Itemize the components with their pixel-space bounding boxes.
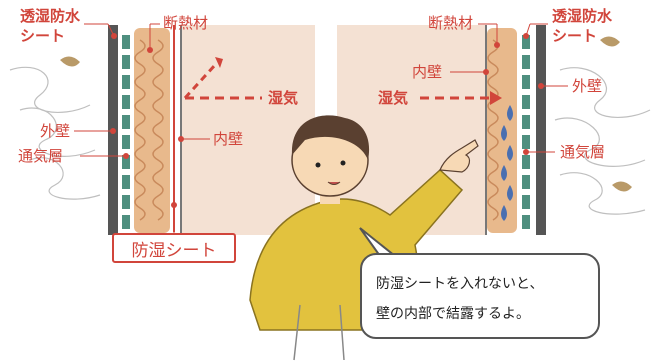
left-outer-wall-label: 外壁 [40,122,71,140]
wind-swirls-left [9,66,101,200]
right-inner-wall-label: 内壁 [412,63,443,81]
left-breathable-sheet-label-line2: シート [20,27,66,45]
wind-swirls-right [554,67,651,215]
right-insulation-label: 断熱材 [428,14,474,32]
right-air-layer [522,35,530,229]
left-moisture-label: 湿気 [268,89,299,107]
left-breathable-sheet-label-line1: 透湿防水 [20,7,81,25]
boy-hair [291,115,370,160]
speech-bubble: 防湿シートを入れないと、 壁の内部で結露するよ。 [360,253,600,339]
speech-bubble-line1: 防湿シートを入れないと、 [376,276,544,292]
left-insulation-label: 断熱材 [163,14,209,32]
speech-bubble-line2: 壁の内部で結露するよ。 [376,306,530,322]
right-wall-section [337,23,568,235]
left-air-layer [122,35,130,229]
boy-hand [439,139,479,173]
right-breathable-sheet-label-line2: シート [552,27,598,45]
leaf-icon [600,36,620,47]
leaf-icon [60,56,80,67]
left-wall-section [74,23,315,235]
right-outer-wall-label: 外壁 [572,77,603,95]
left-inner-wall-label: 内壁 [213,130,244,148]
left-insulation [134,28,170,233]
right-air-layer-label: 通気層 [560,143,606,161]
right-breathable-sheet-label-line1: 透湿防水 [552,7,613,25]
condensation-drops [501,105,513,221]
left-air-layer-label: 通気層 [18,147,64,165]
leaf-icon [612,181,632,192]
right-moisture-label: 湿気 [378,89,409,107]
vapor-barrier-label: 防湿シート [112,233,236,263]
